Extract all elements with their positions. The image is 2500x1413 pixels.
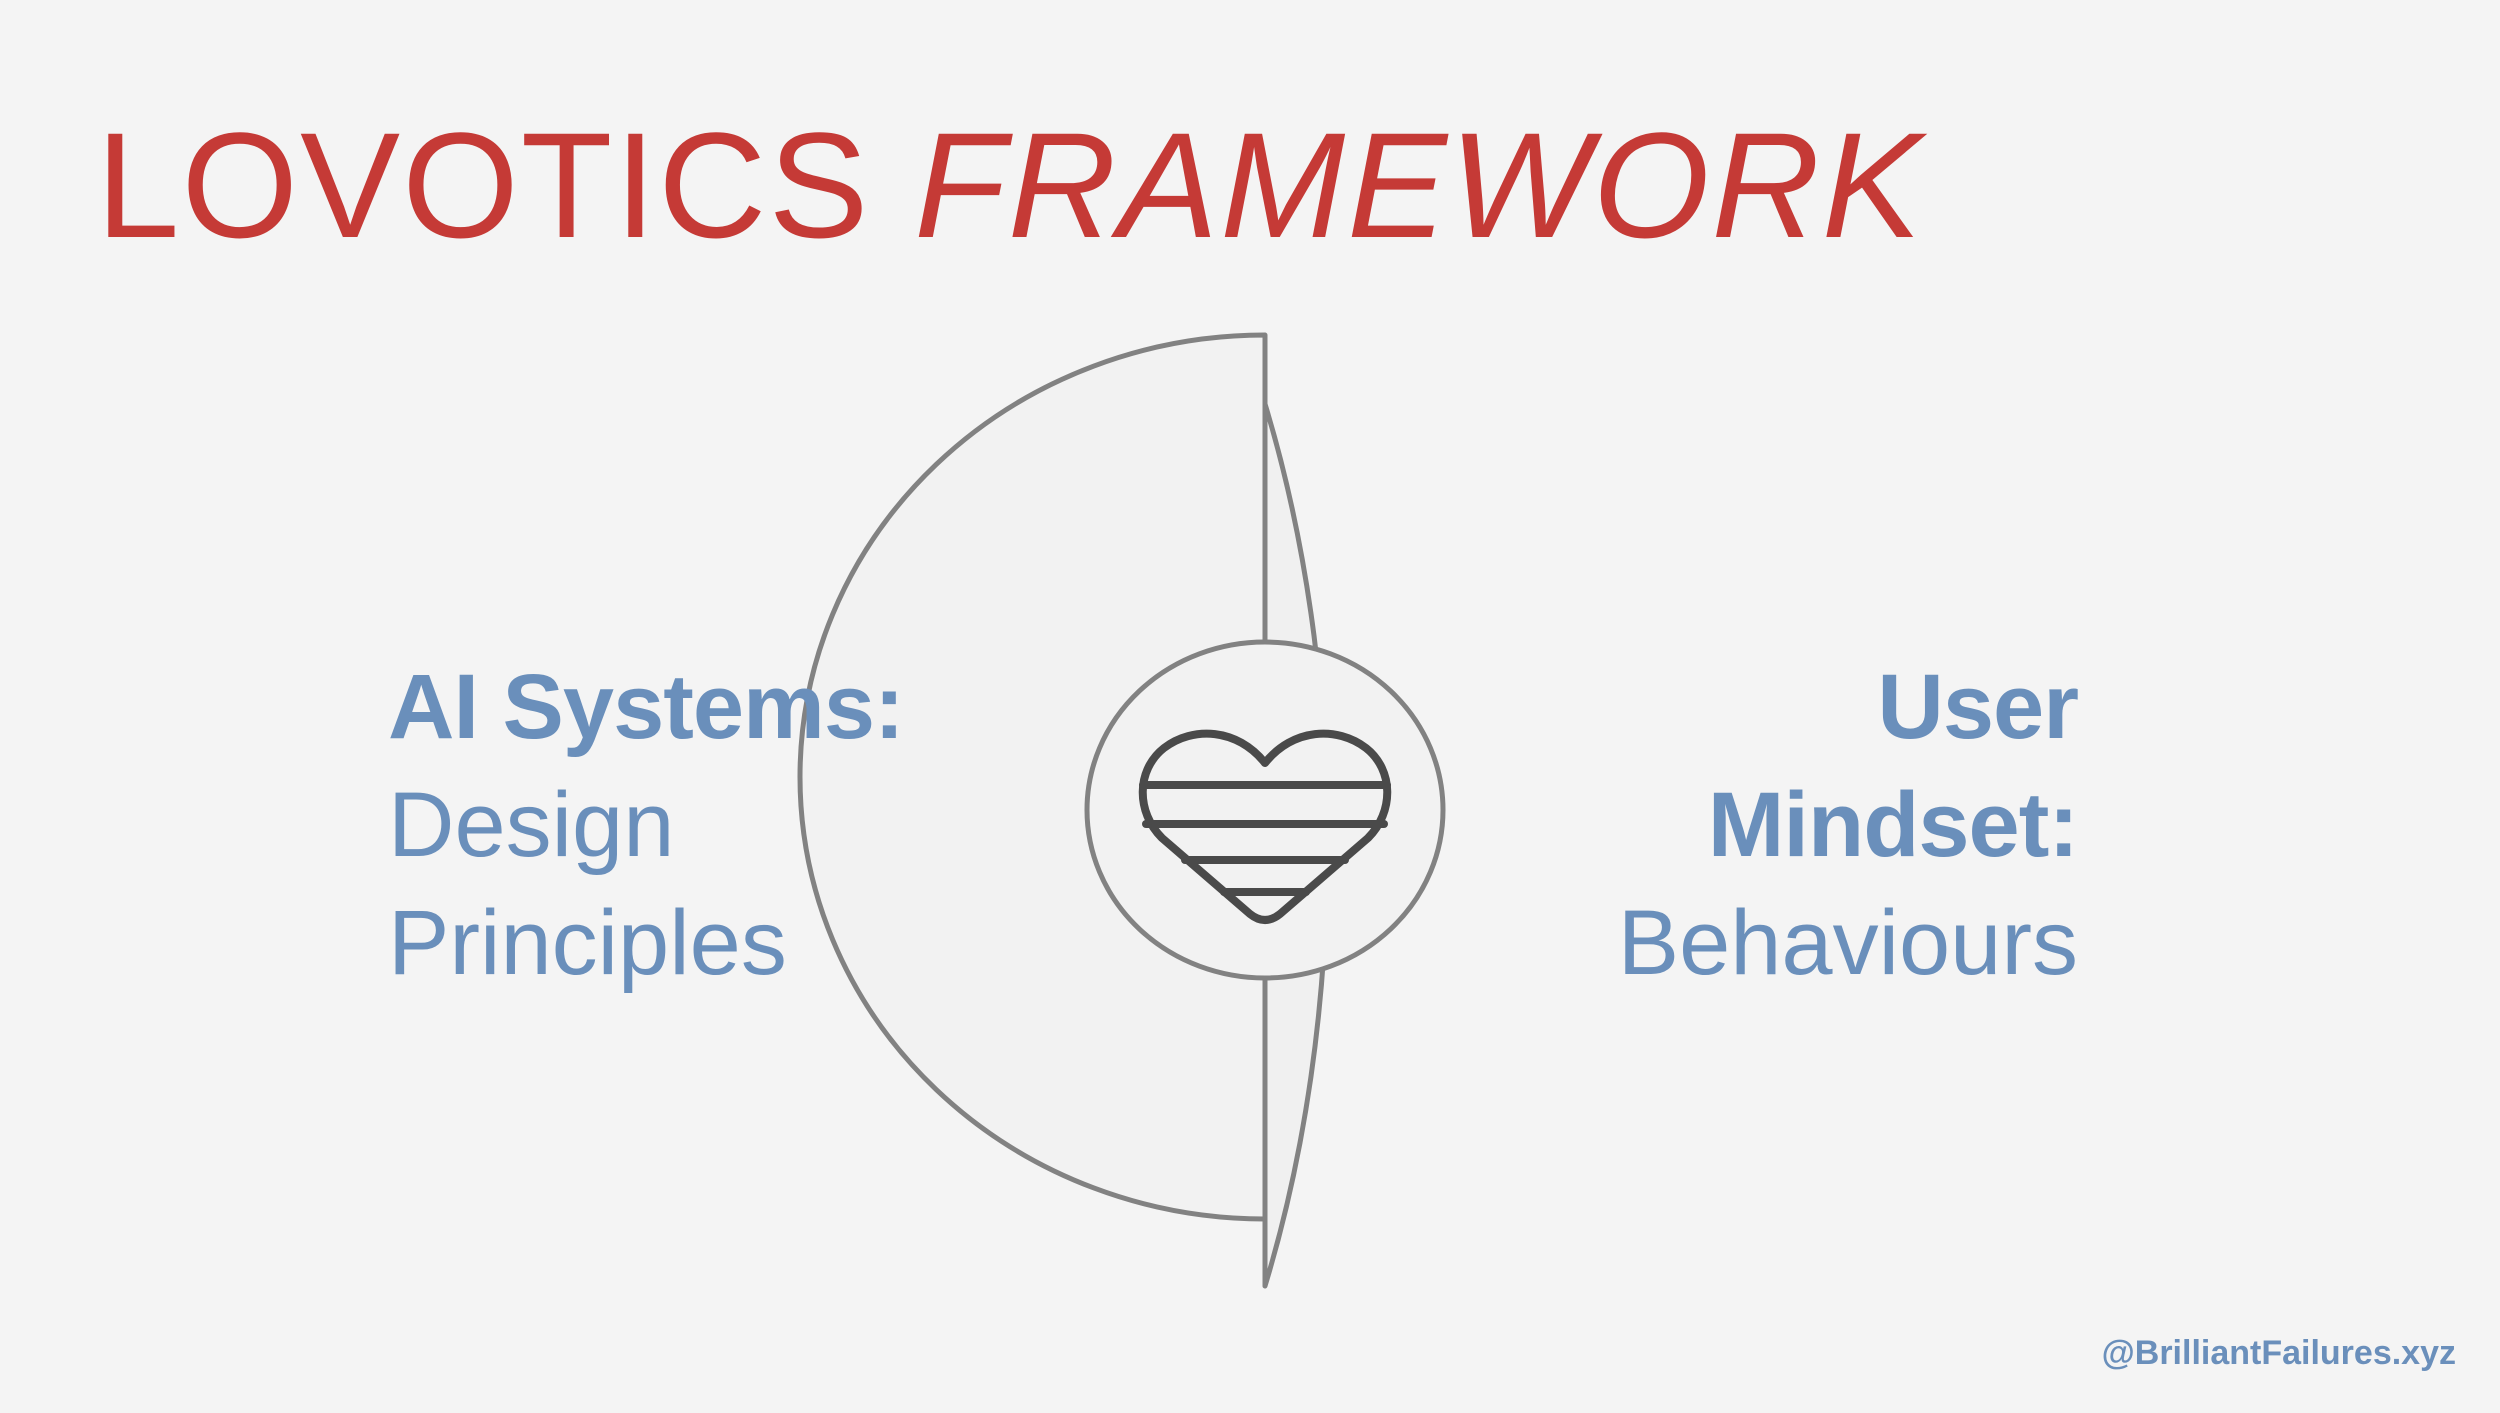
user-mindset-heading-1: User (1877, 656, 2079, 758)
title-part-1: LOVOTICS (96, 101, 871, 269)
striped-heart-icon (1138, 729, 1392, 924)
user-mindset-line-1: Behaviours (1617, 892, 2078, 994)
user-mindset-heading-2: Mindset: (1707, 774, 2079, 876)
user-mindset-label: User Mindset: Behaviours (1617, 648, 2079, 1002)
title-part-2: FRAMEWORK (914, 101, 1924, 269)
left-half-disc (797, 332, 1268, 1222)
footer-handle: @BrilliantFailures.xyz (2101, 1334, 2456, 1372)
ai-systems-heading: AI Systems: (388, 656, 905, 758)
ai-systems-line-1: Design (388, 774, 675, 876)
ai-systems-line-2: Principles (388, 892, 787, 994)
page-title: LOVOTICS FRAMEWORK (96, 110, 1924, 260)
ai-systems-label: AI Systems: Design Principles (388, 648, 905, 1002)
center-circle (1084, 639, 1446, 981)
